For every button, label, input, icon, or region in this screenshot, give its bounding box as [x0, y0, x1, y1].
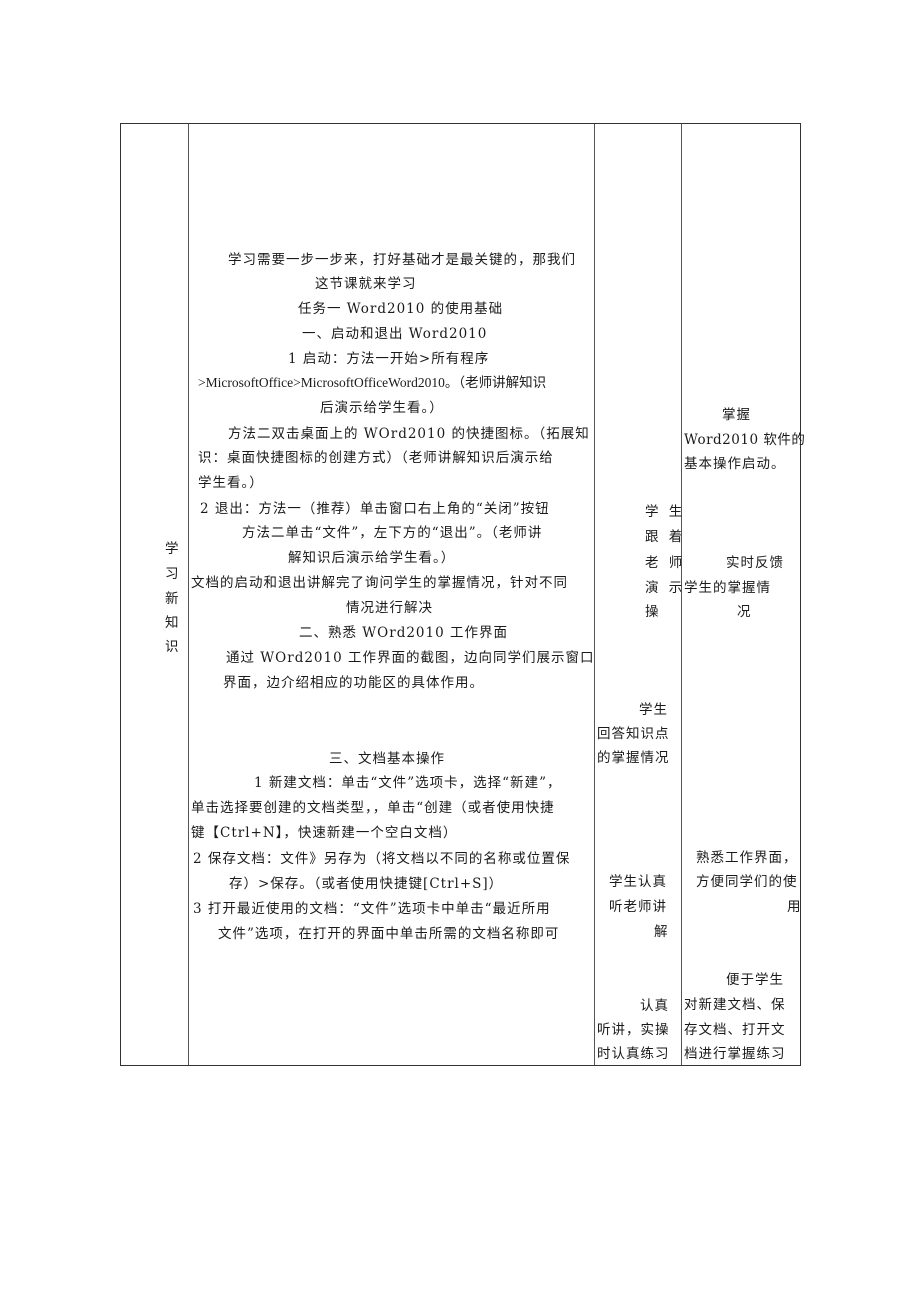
content-line: 方法二单击“文件”，左下方的“退出”。（老师讲 — [242, 525, 543, 541]
column-divider — [681, 124, 682, 1065]
column-divider — [188, 124, 189, 1065]
activity-line: 演 示 — [645, 580, 684, 596]
section-label-char: 学 — [165, 541, 180, 557]
intent-line: Word2010 软件的 — [684, 432, 806, 448]
content-line: 后演示给学生看。） — [320, 400, 444, 416]
activity-line: 学生认真 — [609, 874, 667, 890]
intent-line: 基本操作启动。 — [684, 456, 786, 472]
content-line: 学习需要一步一步来，打好基础才是最关键的，那我们 — [228, 252, 576, 268]
teaching-content-cell: 学习需要一步一步来，打好基础才是最关键的，那我们 这节课就来学习 任务一 Wor… — [189, 124, 594, 1065]
activity-line: 回答知识点 — [597, 726, 670, 742]
intent-line: 方便同学们的使 — [696, 874, 798, 890]
content-line: 界面，边介绍相应的功能区的具体作用。 — [223, 675, 484, 691]
activity-line: 跟 着 — [645, 529, 684, 545]
content-line: 3 打开最近使用的文档：“文件”选项卡中单击“最近所用 — [193, 901, 551, 917]
intent-line: 存文档、打开文 — [684, 1022, 786, 1038]
student-activity-cell: 学 生 跟 着 老 师 演 示 操 学生 回答知识点 的掌握情况 学生认真 听老… — [595, 124, 684, 1065]
content-line: 2 退出：方法一（推荐）单击窗口右上角的“关闭”按钮 — [200, 501, 550, 517]
content-line: 学生看。） — [198, 475, 264, 491]
activity-line: 听讲，实操 — [597, 1022, 670, 1038]
activity-line: 认真 — [640, 998, 669, 1014]
activity-line: 学 生 — [645, 504, 684, 520]
intent-line: 用 — [787, 899, 802, 915]
content-line: 1 新建文档：单击“文件”选项卡，选择“新建”， — [254, 775, 562, 791]
lesson-plan-table: 学 习 新 知 识 学习需要一步一步来，打好基础才是最关键的，那我们 这节课就来… — [120, 123, 805, 1066]
activity-line: 解 — [654, 924, 669, 940]
activity-line: 老 师 — [645, 555, 684, 571]
intent-line: 便于学生 — [726, 972, 784, 988]
content-line: 方法二双击桌面上的 WOrd2010 的快捷图标。（拓展知 — [228, 426, 590, 442]
content-line: 单击选择要创建的文档类型，，单击“创建（或者使用快捷 — [191, 800, 555, 816]
content-line: 存）>保存。（或者使用快捷键[Ctrl+S]） — [229, 876, 504, 892]
activity-line: 听老师讲 — [609, 899, 667, 915]
content-line: 这节课就来学习 — [315, 276, 417, 292]
activity-line: 时认真练习 — [597, 1046, 670, 1062]
content-line: 1 启动：方法一开始>所有程序 — [288, 351, 490, 367]
intent-line: 对新建文档、保 — [684, 997, 786, 1013]
section-heading: 三、文档基本操作 — [329, 751, 445, 767]
content-line: 情况进行解决 — [346, 600, 433, 616]
content-line: 识：桌面快捷图标的创建方式）（老师讲解知识后演示给 — [198, 450, 554, 466]
content-line: >MicrosoftOffice>MicrosoftOfficeWord2010… — [198, 375, 547, 390]
design-intent-cell: 掌握 Word2010 软件的 基本操作启动。 实时反馈 学生的掌握情 况 熟悉… — [682, 124, 805, 1065]
task-heading: 任务一 Word2010 的使用基础 — [298, 301, 504, 317]
intent-line: 况 — [737, 604, 752, 620]
section-heading: 二、熟悉 WOrd2010 工作界面 — [299, 625, 508, 641]
content-line: 2 保存文档：文件》另存为（将文档以不同的名称或位置保 — [193, 851, 571, 867]
intent-line: 熟悉工作界面， — [696, 850, 798, 866]
intent-line: 掌握 — [722, 407, 751, 423]
content-line: 键【Ctrl+N】，快速新建一个空白文档） — [191, 825, 458, 841]
intent-line: 实时反馈 — [726, 555, 784, 571]
activity-line: 的掌握情况 — [597, 750, 670, 766]
intent-line: 档进行掌握练习 — [684, 1046, 786, 1062]
section-label-char: 习 — [165, 566, 180, 582]
section-heading: 一、启动和退出 Word2010 — [302, 326, 488, 342]
content-line: 通过 WOrd2010 工作界面的截图，边向同学们展示窗口 — [226, 650, 595, 666]
activity-line: 操 — [645, 604, 660, 620]
content-line: 文档的启动和退出讲解完了询问学生的掌握情况，针对不同 — [191, 575, 568, 591]
activity-line: 学生 — [639, 702, 668, 718]
content-line: 解知识后演示给学生看。） — [288, 550, 456, 566]
content-line: 文件”选项，在打开的界面中单击所需的文档名称即可 — [218, 926, 560, 942]
section-label-char: 知 — [165, 615, 180, 631]
intent-line: 学生的掌握情 — [684, 580, 771, 596]
section-label-char: 识 — [165, 639, 180, 655]
column-divider — [594, 124, 595, 1065]
section-label-cell: 学 习 新 知 识 — [121, 124, 188, 1065]
section-label-char: 新 — [165, 591, 180, 607]
